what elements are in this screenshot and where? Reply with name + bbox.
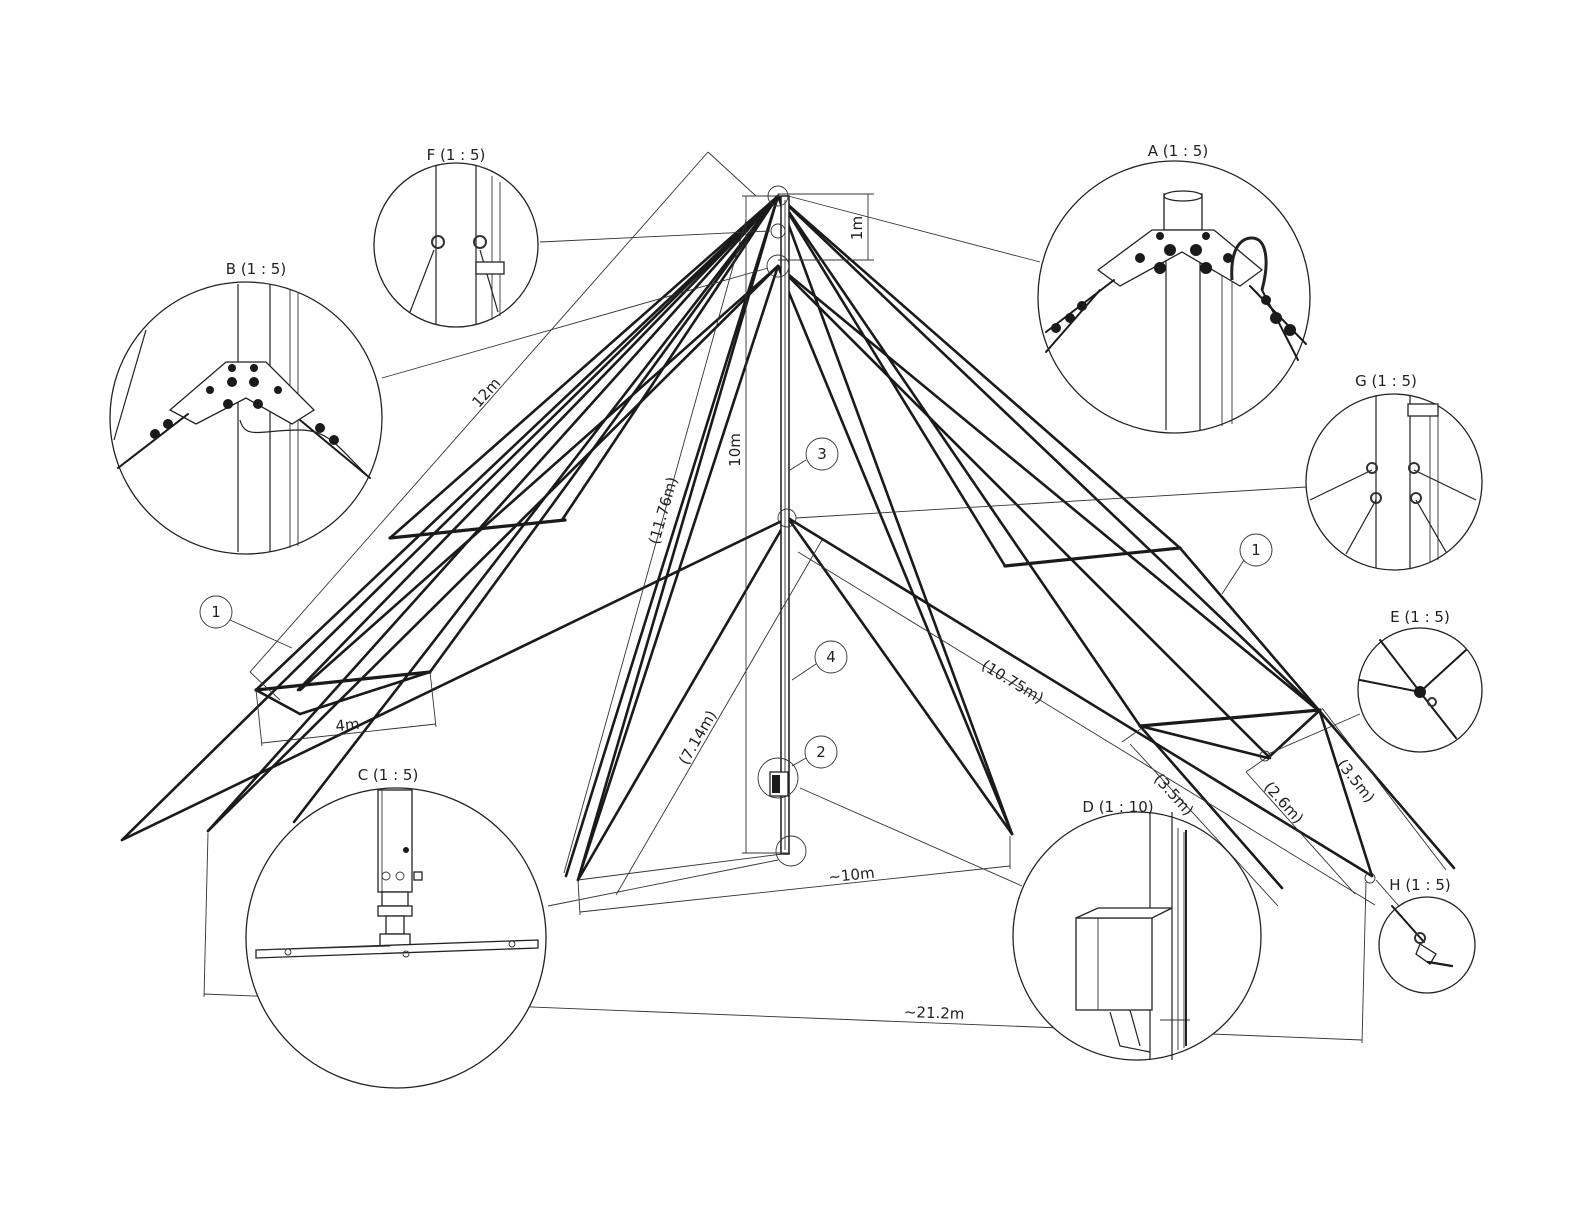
label-f: F (1 : 5) [427,146,486,164]
label-c: C (1 : 5) [358,766,419,784]
balloon-3: 3 [817,445,827,463]
label-e: E (1 : 5) [1390,608,1450,626]
dim-7-14m: (7.14m) [675,707,720,768]
dim-21-2m: ~21.2m [904,1003,965,1023]
dim-11-76m: (11.76m) [645,475,681,547]
detail-a [1038,161,1310,433]
label-g: G (1 : 5) [1355,372,1417,390]
label-d: D (1 : 10) [1082,798,1153,816]
balloon-2: 2 [816,743,826,761]
dim-10m-base: ~10m [828,864,876,887]
balloon-4: 4 [826,648,836,666]
label-h: H (1 : 5) [1389,876,1450,894]
balloon-1-right: 1 [1251,541,1261,559]
detail-g [1306,394,1482,570]
detail-b [110,282,382,554]
dim-2-6m: (2.6m) [1260,778,1307,827]
dim-3-5m-a: (3.5m) [1150,770,1197,819]
balloon-1-left: 1 [211,603,221,621]
dim-4m: 4m [335,715,361,735]
label-a: A (1 : 5) [1148,142,1208,160]
detail-c [246,788,546,1088]
detail-f [374,163,538,327]
dim-10m: 10m [726,433,744,467]
label-b: B (1 : 5) [226,260,286,278]
dim-3-5m-b: (3.5m) [1333,756,1378,807]
dim-12m: 12m [468,374,504,411]
dim-10-75m: (10.75m) [978,656,1047,707]
dim-1m: 1m [848,216,866,240]
detail-h [1379,897,1475,993]
detail-e [1358,628,1482,752]
detail-d [1013,812,1261,1060]
